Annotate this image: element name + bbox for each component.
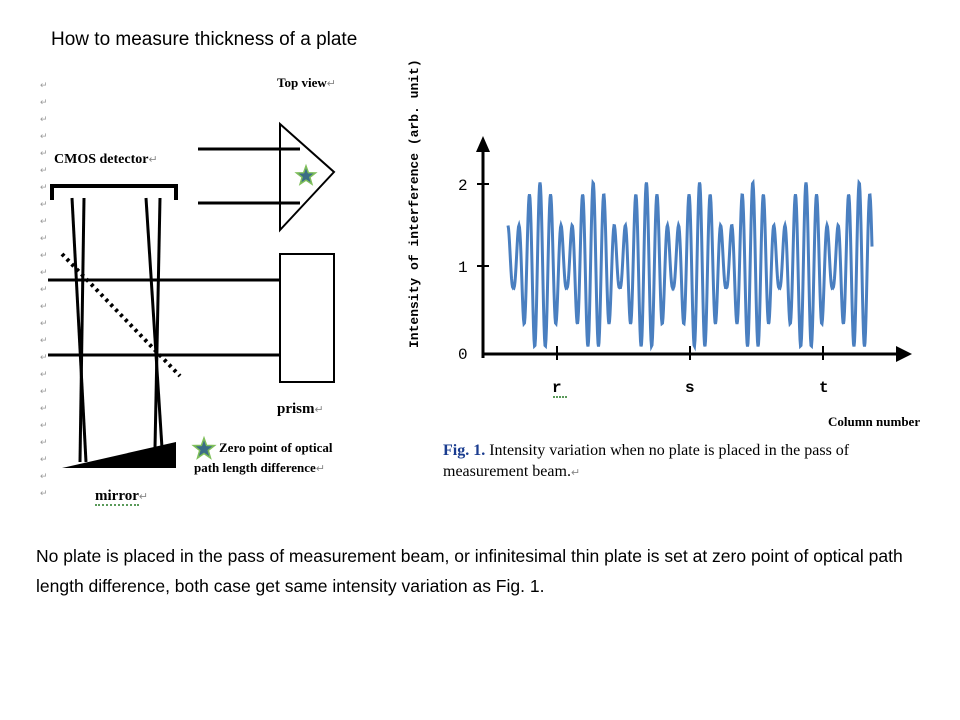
y-tick-label-2: 2 xyxy=(458,177,468,195)
svg-text:↵: ↵ xyxy=(40,216,48,226)
paragraph-marks: ↵ ↵ ↵ ↵ ↵ ↵ ↵ ↵ ↵ ↵ ↵ ↵ ↵ ↵ ↵ ↵ ↵ ↵ ↵ ↵ ↵ ↵ ↵ ↵ ↵ xyxy=(40,80,48,498)
prism-label: prism↵ xyxy=(277,401,324,417)
svg-text:↵: ↵ xyxy=(40,114,48,124)
svg-text:↵: ↵ xyxy=(40,267,48,277)
svg-text:↵: ↵ xyxy=(40,284,48,294)
svg-text:↵: ↵ xyxy=(40,318,48,328)
svg-text:↵: ↵ xyxy=(40,233,48,243)
mirror-wedge xyxy=(62,442,176,468)
intensity-signal-line xyxy=(506,178,874,352)
figure-caption: Fig. 1. Intensity variation when no plat… xyxy=(443,442,850,480)
y-tick-label-0: 0 xyxy=(458,346,468,364)
beam-line xyxy=(144,197,164,449)
zero-point-star-icon xyxy=(294,163,318,186)
y-axis-arrow xyxy=(476,136,490,152)
svg-text:↵: ↵ xyxy=(40,420,48,430)
x-axis-arrow xyxy=(896,346,912,362)
optical-setup-diagram: ↵ ↵ ↵ ↵ ↵ ↵ ↵ ↵ ↵ ↵ ↵ ↵ ↵ ↵ ↵ ↵ ↵ ↵ ↵ ↵ ↵ ↵ ↵ ↵ ↵ xyxy=(40,80,336,498)
svg-text:↵: ↵ xyxy=(40,80,48,90)
mirror-label: mirror↵ xyxy=(95,488,149,506)
x-axis-label: Column number xyxy=(828,414,920,429)
svg-text:↵: ↵ xyxy=(40,165,48,175)
slide-title: How to measure thickness of a plate xyxy=(51,29,358,50)
svg-text:↵: ↵ xyxy=(40,386,48,396)
y-axis-label-text: Intensity of interference (arb. unit) xyxy=(407,59,422,348)
beam-line xyxy=(153,197,162,449)
chart-axes xyxy=(476,136,912,362)
x-tick-label-t: t xyxy=(819,379,829,397)
svg-text:↵: ↵ xyxy=(40,335,48,345)
svg-text:↵: ↵ xyxy=(40,199,48,209)
svg-text:↵: ↵ xyxy=(40,352,48,362)
prism-box xyxy=(279,253,335,383)
zero-point-label-line2: path length difference↵ xyxy=(194,460,326,475)
top-view-label: Top view↵ xyxy=(277,75,336,90)
beam-splitter xyxy=(60,252,182,378)
svg-text:↵: ↵ xyxy=(40,488,48,498)
svg-text:↵: ↵ xyxy=(40,148,48,158)
figure-caption-text: Intensity variation when no plate is pla… xyxy=(443,442,850,480)
y-tick-label-1: 1 xyxy=(458,259,468,277)
zero-point-label-line1: Zero point of optical xyxy=(219,440,333,455)
x-tick-label-s: s xyxy=(685,379,695,397)
svg-text:↵: ↵ xyxy=(40,97,48,107)
svg-text:↵: ↵ xyxy=(40,471,48,481)
svg-text:↵: ↵ xyxy=(40,403,48,413)
svg-text:↵: ↵ xyxy=(40,131,48,141)
beam-line xyxy=(70,197,88,463)
cmos-detector-bracket xyxy=(50,184,178,200)
cmos-detector-label: CMOS detector↵ xyxy=(54,152,158,167)
svg-text:↵: ↵ xyxy=(40,454,48,464)
intensity-chart: 2 1 0 r s t Intensity of interference (a… xyxy=(407,59,920,429)
y-axis-label: Intensity of interference (arb. unit) xyxy=(407,59,422,348)
svg-text:↵: ↵ xyxy=(40,250,48,260)
svg-text:↵: ↵ xyxy=(40,301,48,311)
svg-text:↵: ↵ xyxy=(40,182,48,192)
figure-label: Fig. 1. xyxy=(443,442,486,459)
beam-line xyxy=(78,197,86,463)
svg-text:↵: ↵ xyxy=(40,369,48,379)
body-paragraph: No plate is placed in the pass of measur… xyxy=(36,546,903,596)
legend-star-icon xyxy=(191,435,217,460)
x-tick-label-r: r xyxy=(552,379,562,397)
svg-text:↵: ↵ xyxy=(40,437,48,447)
